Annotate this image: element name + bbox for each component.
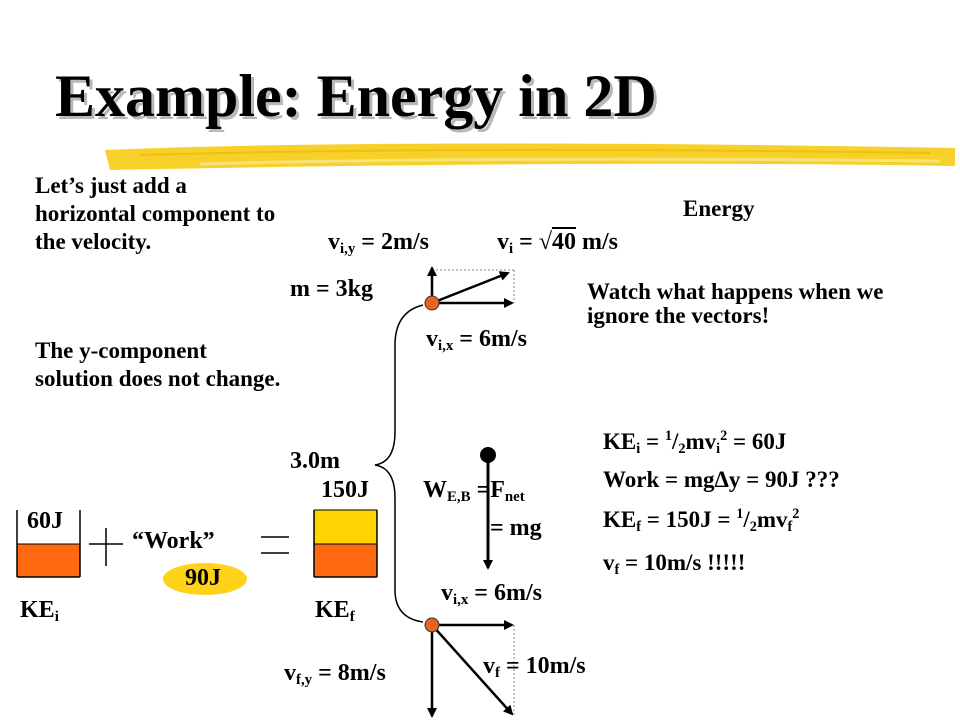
ke-final-bar (313, 509, 378, 578)
ke-final-value: 150J (321, 477, 369, 503)
label-vix-final: vi,x = 6m/s (441, 580, 542, 608)
ball-initial (424, 295, 440, 311)
title-underline (105, 143, 955, 170)
label-vf: vf = 10m/s (483, 653, 586, 681)
watch-note: Watch what happens when we ignore the ve… (587, 279, 884, 328)
label-mass: m = 3kg (290, 276, 374, 302)
label-height: 3.0m (290, 448, 340, 474)
equation-ke-initial: KEi = 1/2mvi2 = 60J (603, 428, 787, 457)
ball-final (424, 617, 440, 633)
work-oval (163, 563, 247, 595)
intro-text-1: Let’s just add a horizontal component to… (35, 173, 276, 254)
intro-text-2: The y-component solution does not change… (35, 338, 281, 391)
equals-sign (261, 536, 289, 554)
slide-title: Example: Energy in 2D (55, 63, 657, 129)
label-vfy: vf,y = 8m/s (284, 660, 386, 688)
label-work-force: WE,B =Fnet (423, 477, 525, 505)
ke-initial-label: KEi (20, 597, 59, 625)
equation-ke-final: KEf = 150J = 1/2mvf2 (603, 506, 800, 535)
equation-work: Work = mgΔy = 90J ??? (603, 467, 840, 492)
resultant-velocity-arrow (431, 271, 510, 305)
gravity-force-diagram (480, 447, 496, 570)
initial-velocity-diagram (424, 266, 515, 311)
equation-vf: vf = 10m/s !!!!! (603, 550, 746, 578)
work-value: 90J (185, 565, 221, 591)
plus-sign (89, 528, 123, 566)
energy-heading: Energy (683, 196, 755, 221)
label-vi: vi = √40 m/s (497, 229, 618, 257)
final-resultant-arrow (431, 624, 514, 716)
work-label: “Work” (132, 528, 215, 554)
final-velocity-diagram (424, 617, 515, 718)
ke-initial-value: 60J (27, 508, 63, 534)
ke-initial-bar (16, 510, 81, 578)
height-bracket (374, 304, 424, 623)
label-viy: vi,y = 2m/s (328, 229, 429, 257)
label-vix: vi,x = 6m/s (426, 326, 527, 354)
ke-final-label: KEf (315, 597, 355, 625)
label-mg: = mg (490, 515, 542, 541)
